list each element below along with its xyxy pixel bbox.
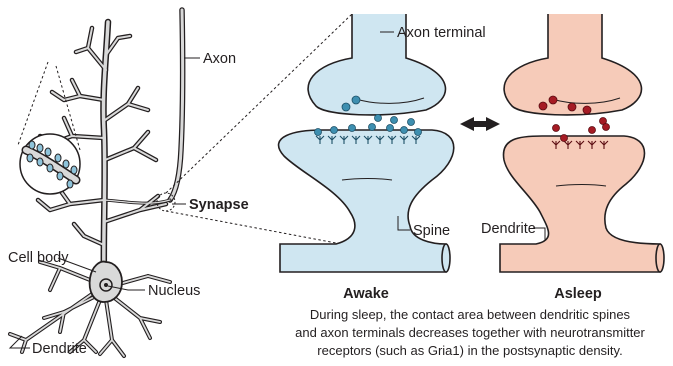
figure-caption: During sleep, the contact area between d… [295,307,645,358]
awake-receptors [316,136,420,144]
axon [170,10,183,200]
asleep-axon-terminal [504,14,641,115]
dendrite-label-neuron: Dendrite [32,341,87,357]
awake-synapse-panel: Axon terminal Spine Awake [279,14,486,302]
cell-body-label: Cell body [8,250,69,266]
caption-line-3: receptors (such as Gria1) in the postsyn… [317,343,622,358]
synapse-label: Synapse [189,197,249,213]
asleep-title: Asleep [554,286,602,302]
asleep-synapse-panel: Dendrite Asleep [481,14,664,302]
axon-label: Axon [203,51,236,67]
nucleus-label: Nucleus [148,283,200,299]
spine-label: Spine [413,223,450,239]
double-arrow-icon [460,117,500,131]
caption-line-2: and axon terminals decreases together wi… [295,325,645,340]
nucleus [100,279,112,291]
awake-spine [279,130,454,272]
caption-line-1: During sleep, the contact area between d… [310,307,631,322]
axon-terminal-label: Axon terminal [397,25,486,41]
dendrite-label-panel: Dendrite [481,221,536,237]
neuron-illustration: Axon Synapse Cell body Nucleus Dendrite [8,10,249,357]
awake-title: Awake [343,286,389,302]
asleep-spine [500,136,660,272]
